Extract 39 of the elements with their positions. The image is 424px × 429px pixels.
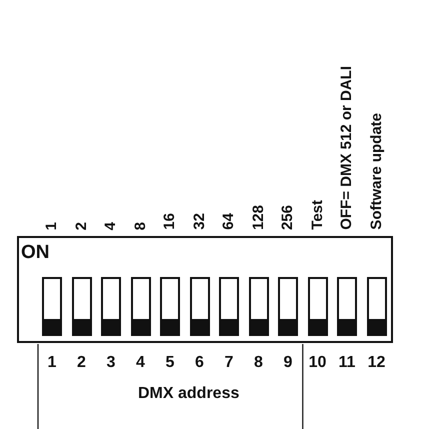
dip-switch — [160, 277, 180, 336]
dip-switch — [219, 277, 239, 336]
switch-number: 6 — [194, 354, 205, 372]
dip-switch — [190, 277, 210, 336]
switch-function-label: 1 — [43, 222, 61, 230]
switch-number: 5 — [164, 354, 176, 372]
switch-function-label: 256 — [279, 204, 297, 230]
switch-number: 9 — [282, 354, 294, 372]
switch-function-label: OFF= DMX 512 or DALI — [338, 66, 356, 230]
dip-switch — [130, 277, 150, 336]
switch-number: 10 — [308, 354, 328, 372]
dip-switch — [366, 277, 386, 336]
dip-switch — [278, 277, 298, 336]
switch-function-label: 16 — [161, 213, 179, 230]
switch-function-label: 64 — [220, 213, 238, 230]
switch-function-label: Test — [308, 200, 326, 230]
dip-switch — [72, 277, 92, 336]
dip-switch — [42, 277, 62, 336]
switch-function-label: Software update — [368, 113, 386, 230]
switch-function-label: 2 — [72, 222, 90, 230]
switch-function-label: 32 — [190, 213, 208, 230]
dip-switch — [337, 277, 357, 336]
switch-number: 7 — [224, 354, 234, 372]
switch-function-label: 8 — [132, 222, 150, 230]
switch-number: 8 — [253, 354, 264, 372]
dip-switch — [308, 277, 328, 336]
on-label: ON — [21, 242, 50, 264]
dip-switch — [248, 277, 268, 336]
switch-number: 1 — [46, 354, 58, 372]
switch-number: 3 — [106, 354, 116, 372]
dip-switch — [101, 277, 121, 336]
switch-number: 12 — [366, 354, 386, 372]
switch-function-label: 128 — [250, 204, 268, 230]
group-label: DMX address — [138, 385, 240, 403]
switch-function-label: 4 — [102, 222, 120, 230]
switch-number: 2 — [76, 354, 87, 372]
switch-number: 11 — [338, 354, 356, 372]
switch-housing — [17, 236, 393, 343]
switch-number: 4 — [135, 354, 146, 372]
